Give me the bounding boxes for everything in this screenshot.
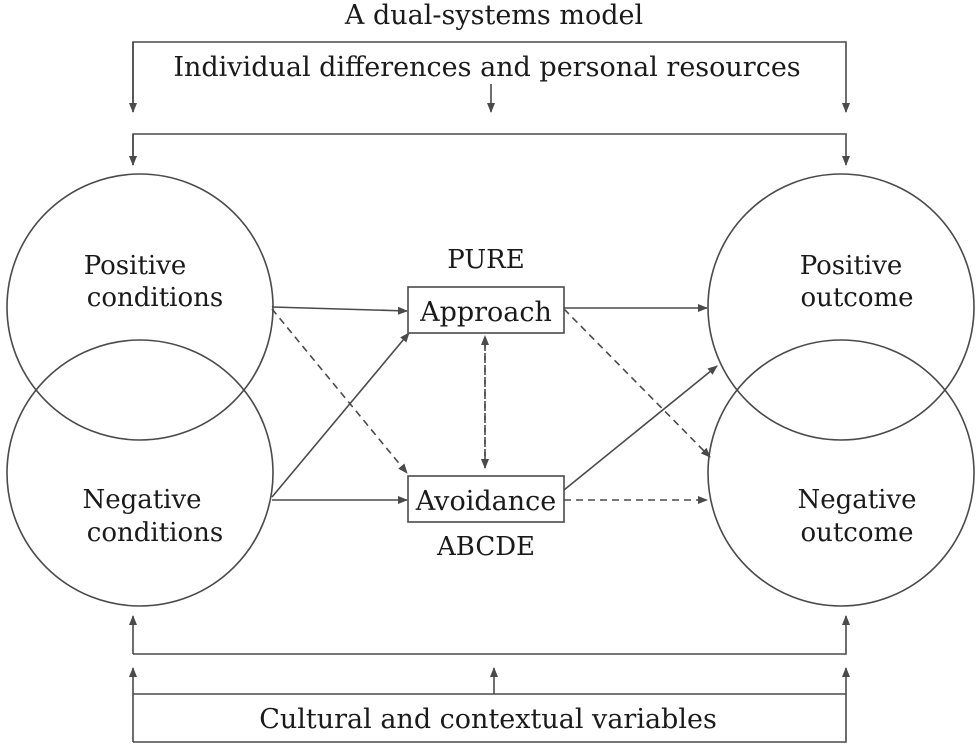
approach-box (407, 286, 565, 334)
outcome-arrows (563, 304, 718, 504)
positive-outcome-circle (707, 173, 975, 441)
negative-conditions-circle (6, 339, 274, 607)
condition-arrows (271, 306, 410, 504)
approach-caption: PURE (447, 245, 525, 275)
inner-top-bracket (129, 133, 850, 166)
positive-conditions-label-2: conditions (87, 283, 223, 313)
negative-outcome-label-1: Negative (797, 485, 916, 515)
negative-outcome-circle (707, 339, 975, 607)
negative-conditions-label-2: conditions (87, 518, 223, 548)
positive-conditions-label-1: Positive (84, 251, 187, 281)
negative-conditions-label-1: Negative (82, 485, 201, 515)
negative-outcome-label-2: outcome (800, 518, 913, 548)
avoidance-label: Avoidance (415, 486, 556, 517)
bottom-bracket-label: Cultural and contextual variables (259, 704, 717, 735)
bottom-bracket (129, 667, 850, 743)
avoidance-caption: ABCDE (436, 532, 535, 562)
positive-outcome-label-1: Positive (800, 251, 903, 281)
positive-outcome-label-2: outcome (800, 283, 913, 313)
top-bracket-label: Individual differences and personal reso… (173, 52, 800, 83)
top-bracket (129, 41, 850, 113)
avoidance-box (407, 475, 565, 523)
diagram-title: A dual-systems model (344, 0, 643, 31)
inner-bottom-bracket (129, 615, 850, 655)
approach-label: Approach (419, 297, 552, 328)
